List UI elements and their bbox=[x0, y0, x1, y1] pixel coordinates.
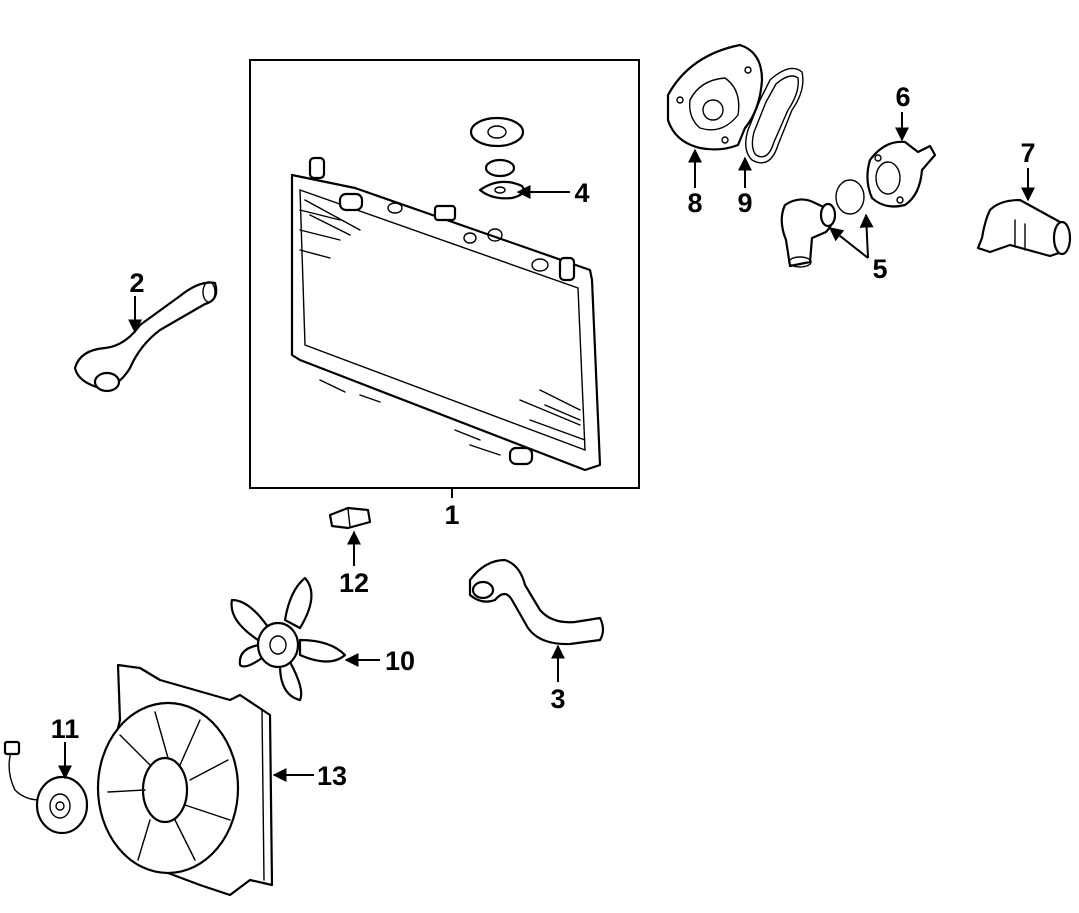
water-pump[interactable] bbox=[666, 43, 764, 151]
callout-4: 4 bbox=[574, 178, 589, 208]
callout-3: 3 bbox=[550, 684, 565, 714]
water-outlet[interactable] bbox=[976, 198, 1072, 258]
callout-6: 6 bbox=[895, 82, 910, 112]
callout-2: 2 bbox=[129, 268, 144, 298]
fan-shroud[interactable] bbox=[96, 663, 274, 897]
thermostat[interactable] bbox=[780, 179, 865, 268]
pump-gasket[interactable] bbox=[745, 67, 804, 164]
temp-switch[interactable] bbox=[328, 506, 372, 530]
callout-8: 8 bbox=[687, 188, 702, 218]
radiator[interactable] bbox=[290, 156, 602, 472]
callout-5: 5 bbox=[872, 254, 887, 284]
callout-12: 12 bbox=[339, 568, 369, 598]
callout-1: 1 bbox=[444, 500, 459, 530]
radiator-cap[interactable] bbox=[469, 116, 525, 200]
radiator-group-frame bbox=[249, 59, 640, 489]
callout-9: 9 bbox=[737, 188, 752, 218]
fan-blade[interactable] bbox=[230, 576, 347, 702]
callout-7: 7 bbox=[1020, 138, 1035, 168]
lower-hose[interactable] bbox=[468, 558, 605, 646]
fan-motor[interactable] bbox=[3, 740, 89, 835]
upper-hose[interactable] bbox=[73, 281, 218, 393]
callout-10: 10 bbox=[385, 646, 415, 676]
callout-13: 13 bbox=[317, 761, 347, 791]
callout-11: 11 bbox=[51, 714, 80, 744]
thermostat-housing[interactable] bbox=[866, 140, 937, 208]
